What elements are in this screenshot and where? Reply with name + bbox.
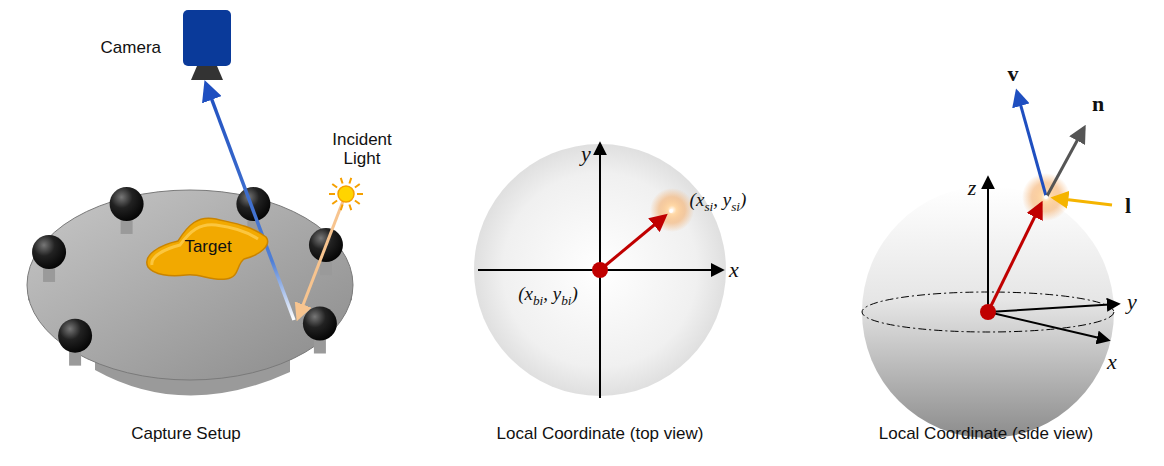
axis-label: z (968, 176, 977, 200)
target-label: Target (184, 238, 231, 257)
axis-label: y (1127, 290, 1137, 314)
panel-caption: Local Coordinate (top view) (497, 425, 704, 444)
camera-box: Camera (183, 10, 231, 66)
reference-ball (32, 235, 66, 282)
target-object: Target (140, 215, 270, 281)
reference-ball (58, 319, 92, 366)
side-view-sphere (862, 92, 1118, 438)
panel-caption: Local Coordinate (side view) (879, 425, 1094, 444)
light-source (329, 178, 363, 210)
reference-ball (110, 187, 144, 234)
target-shape (140, 215, 270, 297)
light-label: Incident Light (332, 131, 392, 168)
reference-ball (303, 307, 337, 354)
axis-label: x (729, 258, 739, 282)
camera-body (183, 10, 231, 82)
panel-caption: Capture Setup (131, 425, 241, 444)
vector-label: v (1008, 62, 1019, 86)
vector-label: l (1125, 194, 1131, 218)
axis-label: x (1107, 350, 1117, 374)
vector-label: n (1092, 92, 1104, 116)
capture-rig (27, 84, 363, 396)
camera-label: Camera (101, 39, 161, 58)
axis-label: y (581, 142, 591, 166)
reference-ball (309, 228, 343, 275)
coordinate-label: (xsi, ysi) (690, 190, 747, 214)
top-view-sphere (474, 144, 726, 398)
coordinate-label: (xbi, ybi) (518, 284, 578, 308)
